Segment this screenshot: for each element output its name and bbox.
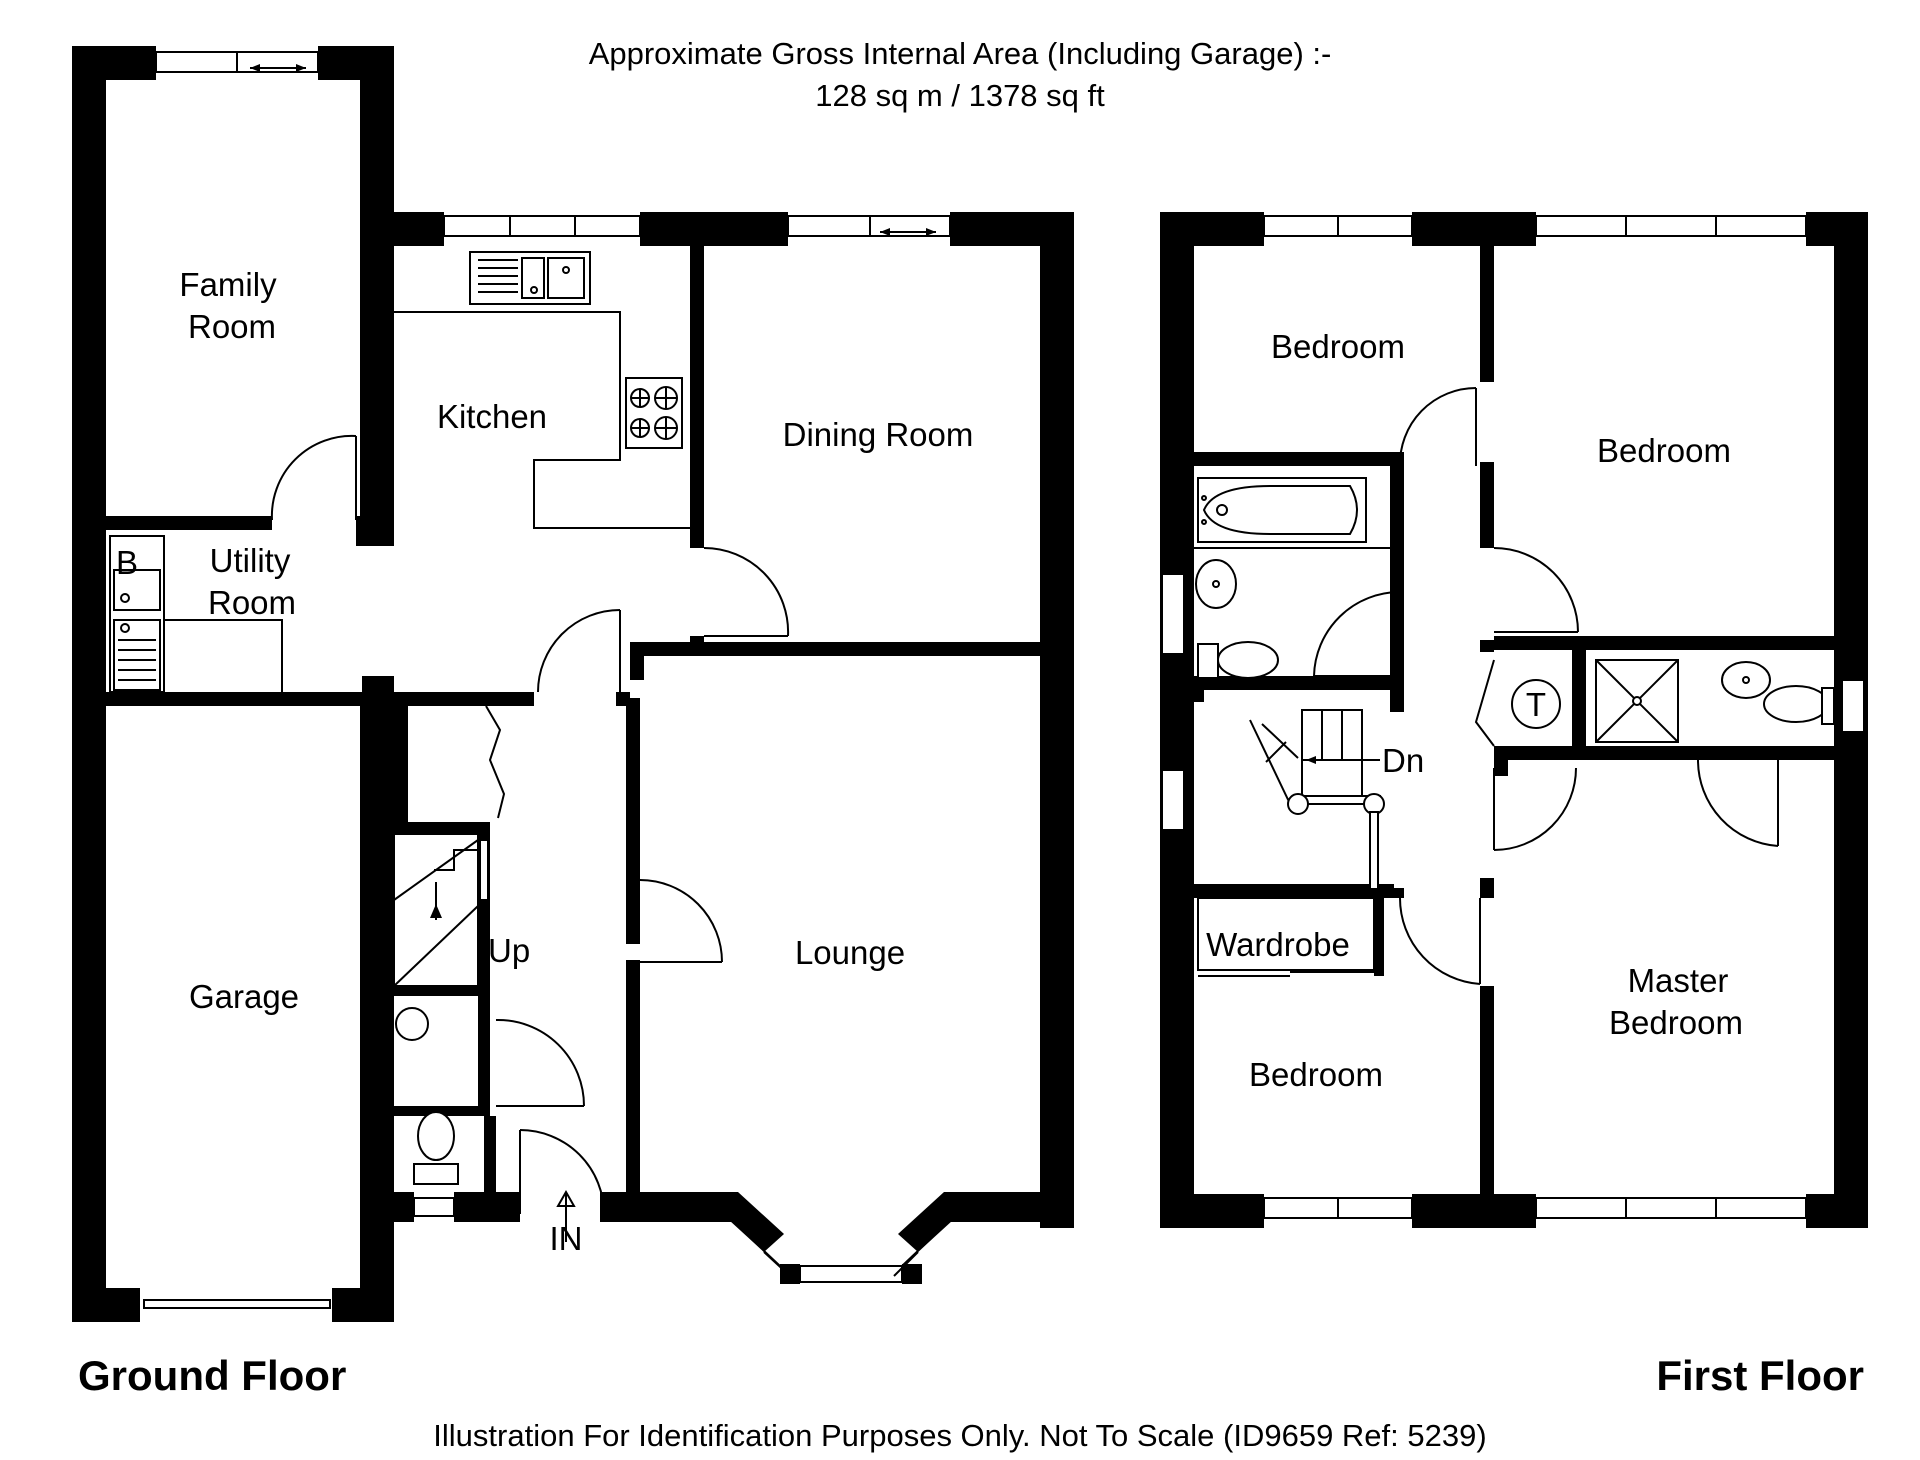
stairs-down-label: Dn — [1382, 742, 1424, 779]
utility-room-label: Utility — [210, 542, 291, 579]
utility-room-label-2: Room — [208, 584, 296, 621]
tank-label: T — [1526, 686, 1546, 723]
family-room-label-2: Room — [188, 308, 276, 345]
bedroom-top-right-label: Bedroom — [1597, 432, 1731, 469]
bedroom-top-left-label: Bedroom — [1271, 328, 1405, 365]
boiler-label: B — [116, 544, 138, 581]
ground-floor-title: Ground Floor — [78, 1352, 346, 1399]
bedroom-bottom-left-label: Bedroom — [1249, 1056, 1383, 1093]
entrance-label: IN — [550, 1220, 583, 1257]
master-bedroom-label: Master — [1628, 962, 1729, 999]
family-room-label: Family — [179, 266, 277, 303]
area-heading: Approximate Gross Internal Area (Includi… — [589, 36, 1332, 71]
first-floor-plan: Dn T — [1160, 212, 1868, 1399]
master-bedroom-label-2: Bedroom — [1609, 1004, 1743, 1041]
first-floor-title: First Floor — [1656, 1352, 1864, 1399]
ground-floor-plan: B Up — [72, 46, 1074, 1399]
stairs-up-label: Up — [488, 932, 530, 969]
kitchen-label: Kitchen — [437, 398, 547, 435]
dining-room-label: Dining Room — [783, 416, 974, 453]
disclaimer-text: Illustration For Identification Purposes… — [433, 1418, 1486, 1453]
wardrobe-label: Wardrobe — [1206, 926, 1350, 963]
area-value: 128 sq m / 1378 sq ft — [815, 78, 1105, 113]
garage-label: Garage — [189, 978, 299, 1015]
lounge-label: Lounge — [795, 934, 905, 971]
